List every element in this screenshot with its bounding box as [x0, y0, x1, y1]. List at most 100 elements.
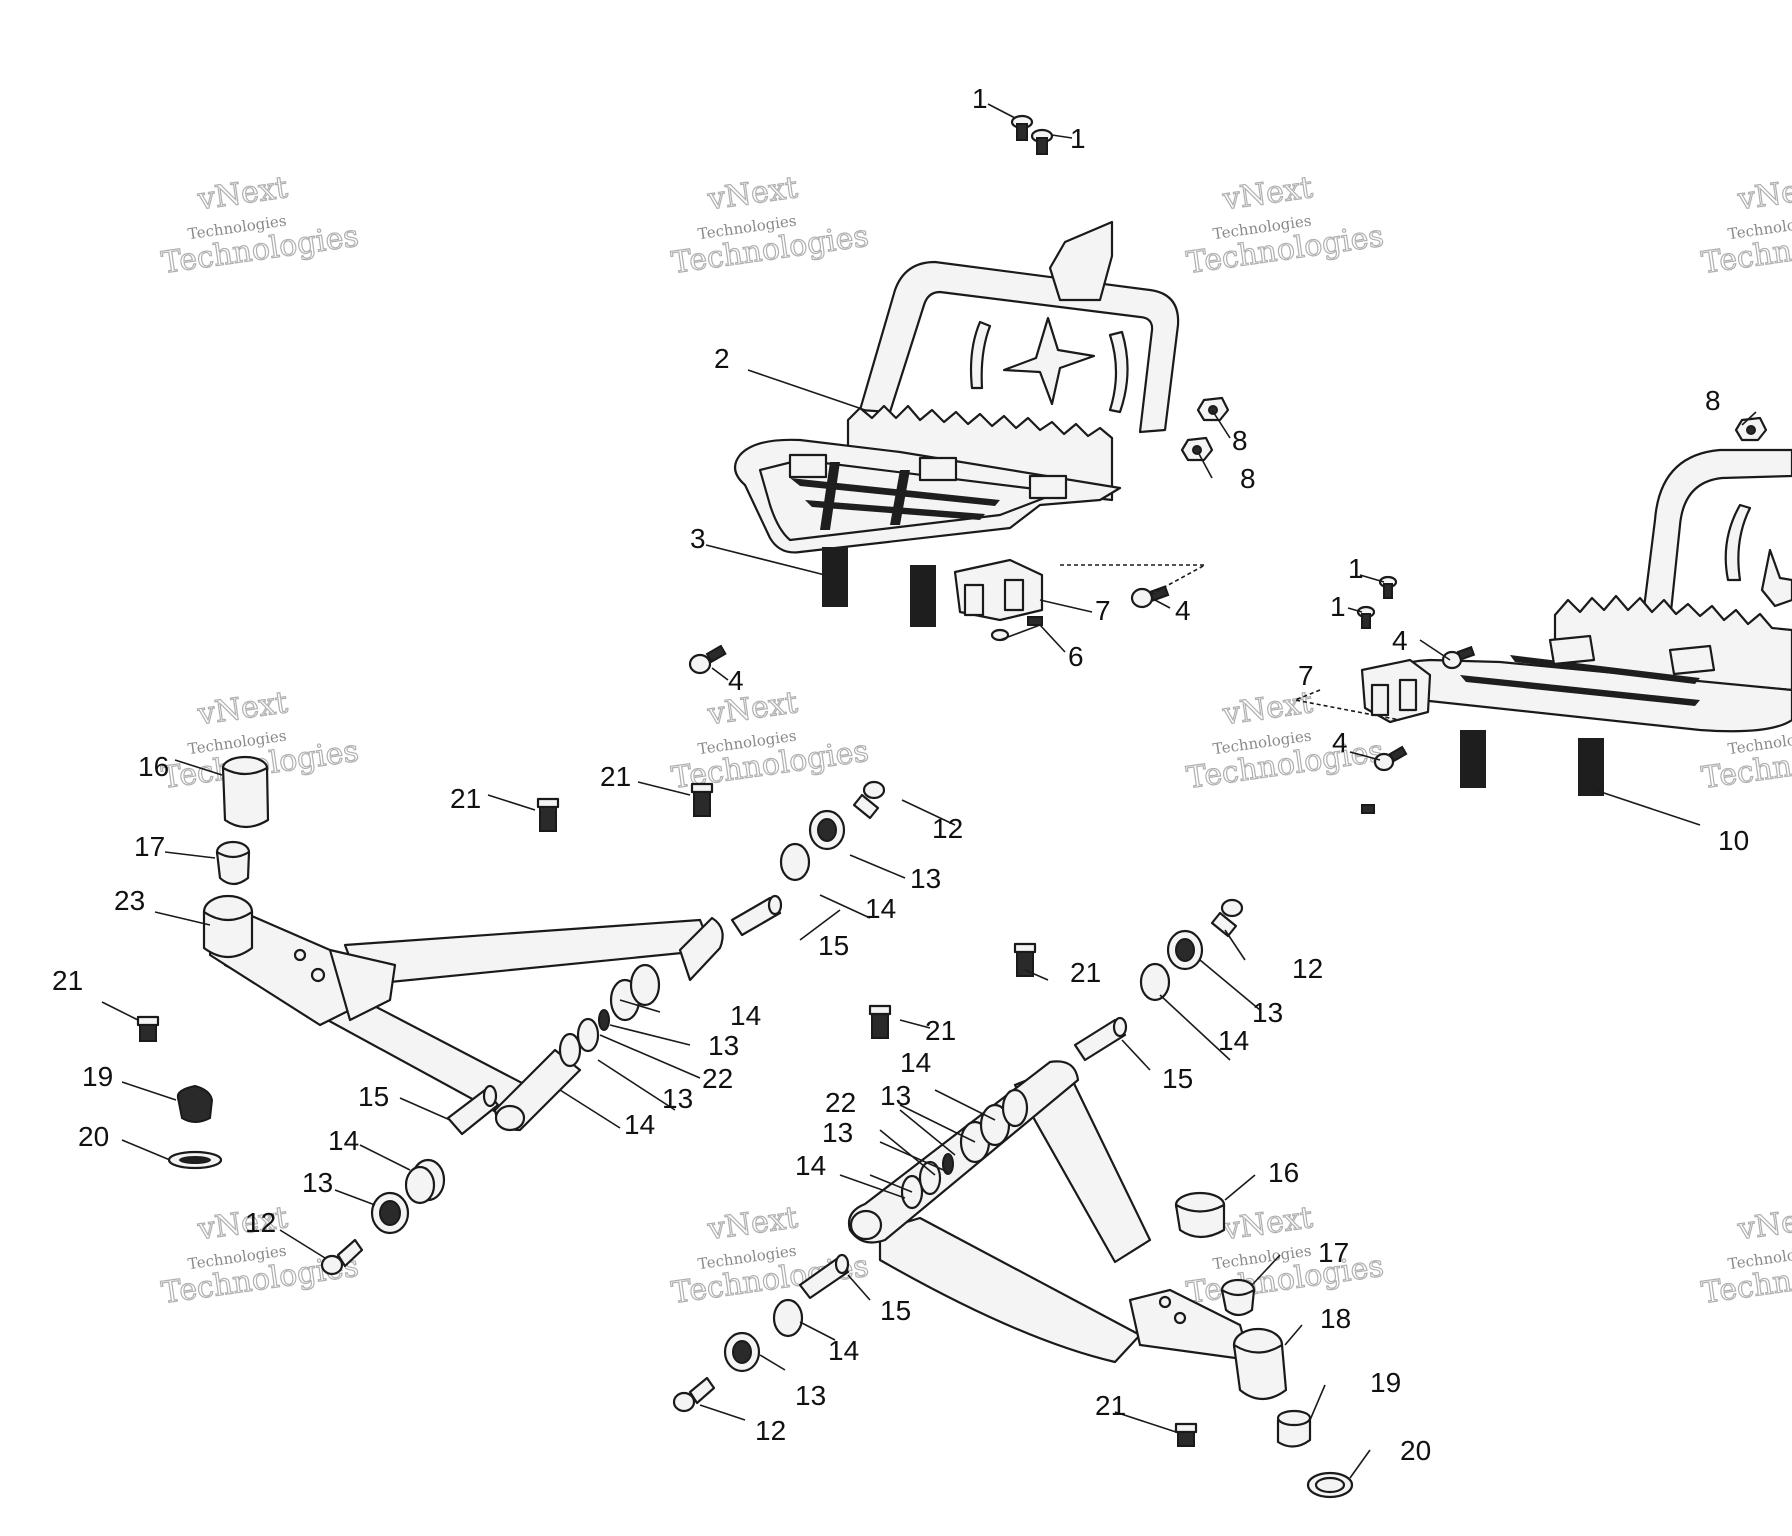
grease-fitting — [690, 782, 714, 817]
pivot-sleeve — [446, 1084, 500, 1136]
callout-14: 14 — [624, 1109, 655, 1140]
callout-21: 21 — [52, 965, 83, 996]
footrest-assembly-top — [733, 220, 1180, 642]
watermark: vNext Technologies Technologies — [1184, 685, 1387, 797]
callout-13: 13 — [822, 1117, 853, 1148]
watermark: vNext Technologies Technologies — [1699, 170, 1792, 282]
pivot-bolt — [852, 780, 886, 820]
spacer — [1361, 804, 1375, 814]
star-emblem — [1760, 548, 1792, 608]
pivot-tube-end — [494, 1104, 526, 1132]
callout-1: 1 — [1348, 553, 1364, 584]
callout-4: 4 — [1175, 595, 1191, 626]
a-arm-brace — [328, 948, 397, 1022]
callout-1: 1 — [1070, 123, 1086, 154]
guard-bracket — [1048, 220, 1114, 302]
callout-21: 21 — [600, 761, 631, 792]
footrest-clip — [1668, 644, 1716, 676]
pivot-sleeve — [798, 1253, 850, 1300]
leader-line — [1292, 689, 1401, 721]
rubber-pad — [1460, 730, 1486, 788]
grease-fitting — [1174, 1422, 1198, 1447]
leader-lines — [101, 103, 1757, 1479]
guard-slot-right — [1108, 330, 1129, 414]
svg-text:vNext: vNext — [195, 170, 290, 217]
mount-bracket-tube — [963, 583, 985, 617]
callout-14: 14 — [328, 1125, 359, 1156]
rubber-boot — [176, 1084, 214, 1123]
washer — [808, 809, 846, 851]
watermark: vNext Technologies Technologies — [669, 1200, 872, 1312]
callout-8: 8 — [1705, 385, 1721, 416]
grease-fitting — [136, 1015, 160, 1042]
callout-18: 18 — [1320, 1303, 1351, 1334]
callout-21: 21 — [1070, 957, 1101, 988]
washer — [370, 1191, 410, 1235]
svg-text:vNext: vNext — [705, 685, 800, 732]
callout-12: 12 — [932, 813, 963, 844]
callout-12: 12 — [245, 1207, 276, 1238]
washer — [1166, 929, 1204, 971]
watermark: vNext Technologies Technologies — [1699, 1200, 1792, 1312]
callout-6: 6 — [1068, 641, 1084, 672]
ball-joint-body — [202, 910, 254, 959]
callout-22: 22 — [825, 1087, 856, 1118]
footrest-clip — [1028, 474, 1068, 500]
callout-14: 14 — [900, 1047, 931, 1078]
callout-1: 1 — [1330, 591, 1346, 622]
callout-10: 10 — [1718, 825, 1749, 856]
rubber-boot — [1276, 1409, 1312, 1448]
callout-22: 22 — [702, 1063, 733, 1094]
pivot-sleeve — [1073, 1016, 1128, 1062]
bolt — [1130, 585, 1170, 609]
bushing-stack — [900, 1088, 1029, 1210]
svg-text:vNext: vNext — [1735, 1200, 1792, 1247]
callout-14: 14 — [828, 1335, 859, 1366]
pivot-sleeve — [730, 894, 783, 937]
pivot-bolt — [1210, 898, 1244, 938]
mount-bracket-tube — [1370, 683, 1390, 717]
bolt — [1378, 575, 1398, 599]
footrest-clip — [1548, 634, 1596, 666]
pivot-bolt — [672, 1376, 716, 1413]
callout-13: 13 — [1252, 997, 1283, 1028]
callout-4: 4 — [728, 665, 744, 696]
bolt — [1441, 645, 1476, 670]
rubber-pad — [822, 547, 848, 607]
callout-13: 13 — [795, 1380, 826, 1411]
callout-2: 2 — [714, 343, 730, 374]
grease-fitting — [536, 797, 560, 832]
callout-15: 15 — [880, 1295, 911, 1326]
bolt — [1030, 128, 1054, 155]
spacer — [1027, 616, 1043, 626]
callout-14: 14 — [865, 893, 896, 924]
grease-fitting — [868, 1004, 892, 1039]
callout-16: 16 — [138, 751, 169, 782]
bushing — [772, 1298, 804, 1338]
watermark: vNext Technologies Technologies — [669, 170, 872, 282]
bushing-stack — [558, 963, 661, 1068]
leader-line — [1060, 564, 1206, 596]
serrated-step-plate — [1553, 594, 1792, 692]
callout-3: 3 — [690, 523, 706, 554]
rubber-pad — [910, 565, 936, 627]
callout-13: 13 — [708, 1030, 739, 1061]
bushing — [404, 1158, 446, 1205]
callout-19: 19 — [82, 1061, 113, 1092]
callout-12: 12 — [755, 1415, 786, 1446]
callout-21: 21 — [925, 1015, 956, 1046]
callout-8: 8 — [1240, 463, 1256, 494]
callout-14: 14 — [795, 1150, 826, 1181]
gusset-hole — [1158, 1295, 1172, 1309]
callout-17: 17 — [1318, 1237, 1349, 1268]
footrest-grid — [1460, 655, 1700, 706]
callout-21: 21 — [450, 783, 481, 814]
footrest-clip — [918, 456, 958, 482]
guard-slot — [1724, 503, 1752, 582]
svg-text:vNext: vNext — [195, 685, 290, 732]
svg-text:vNext: vNext — [1220, 170, 1315, 217]
bolt — [1010, 114, 1034, 141]
footrest-grid — [790, 462, 1000, 530]
callout-8: 8 — [1232, 425, 1248, 456]
bolt — [1373, 745, 1408, 772]
